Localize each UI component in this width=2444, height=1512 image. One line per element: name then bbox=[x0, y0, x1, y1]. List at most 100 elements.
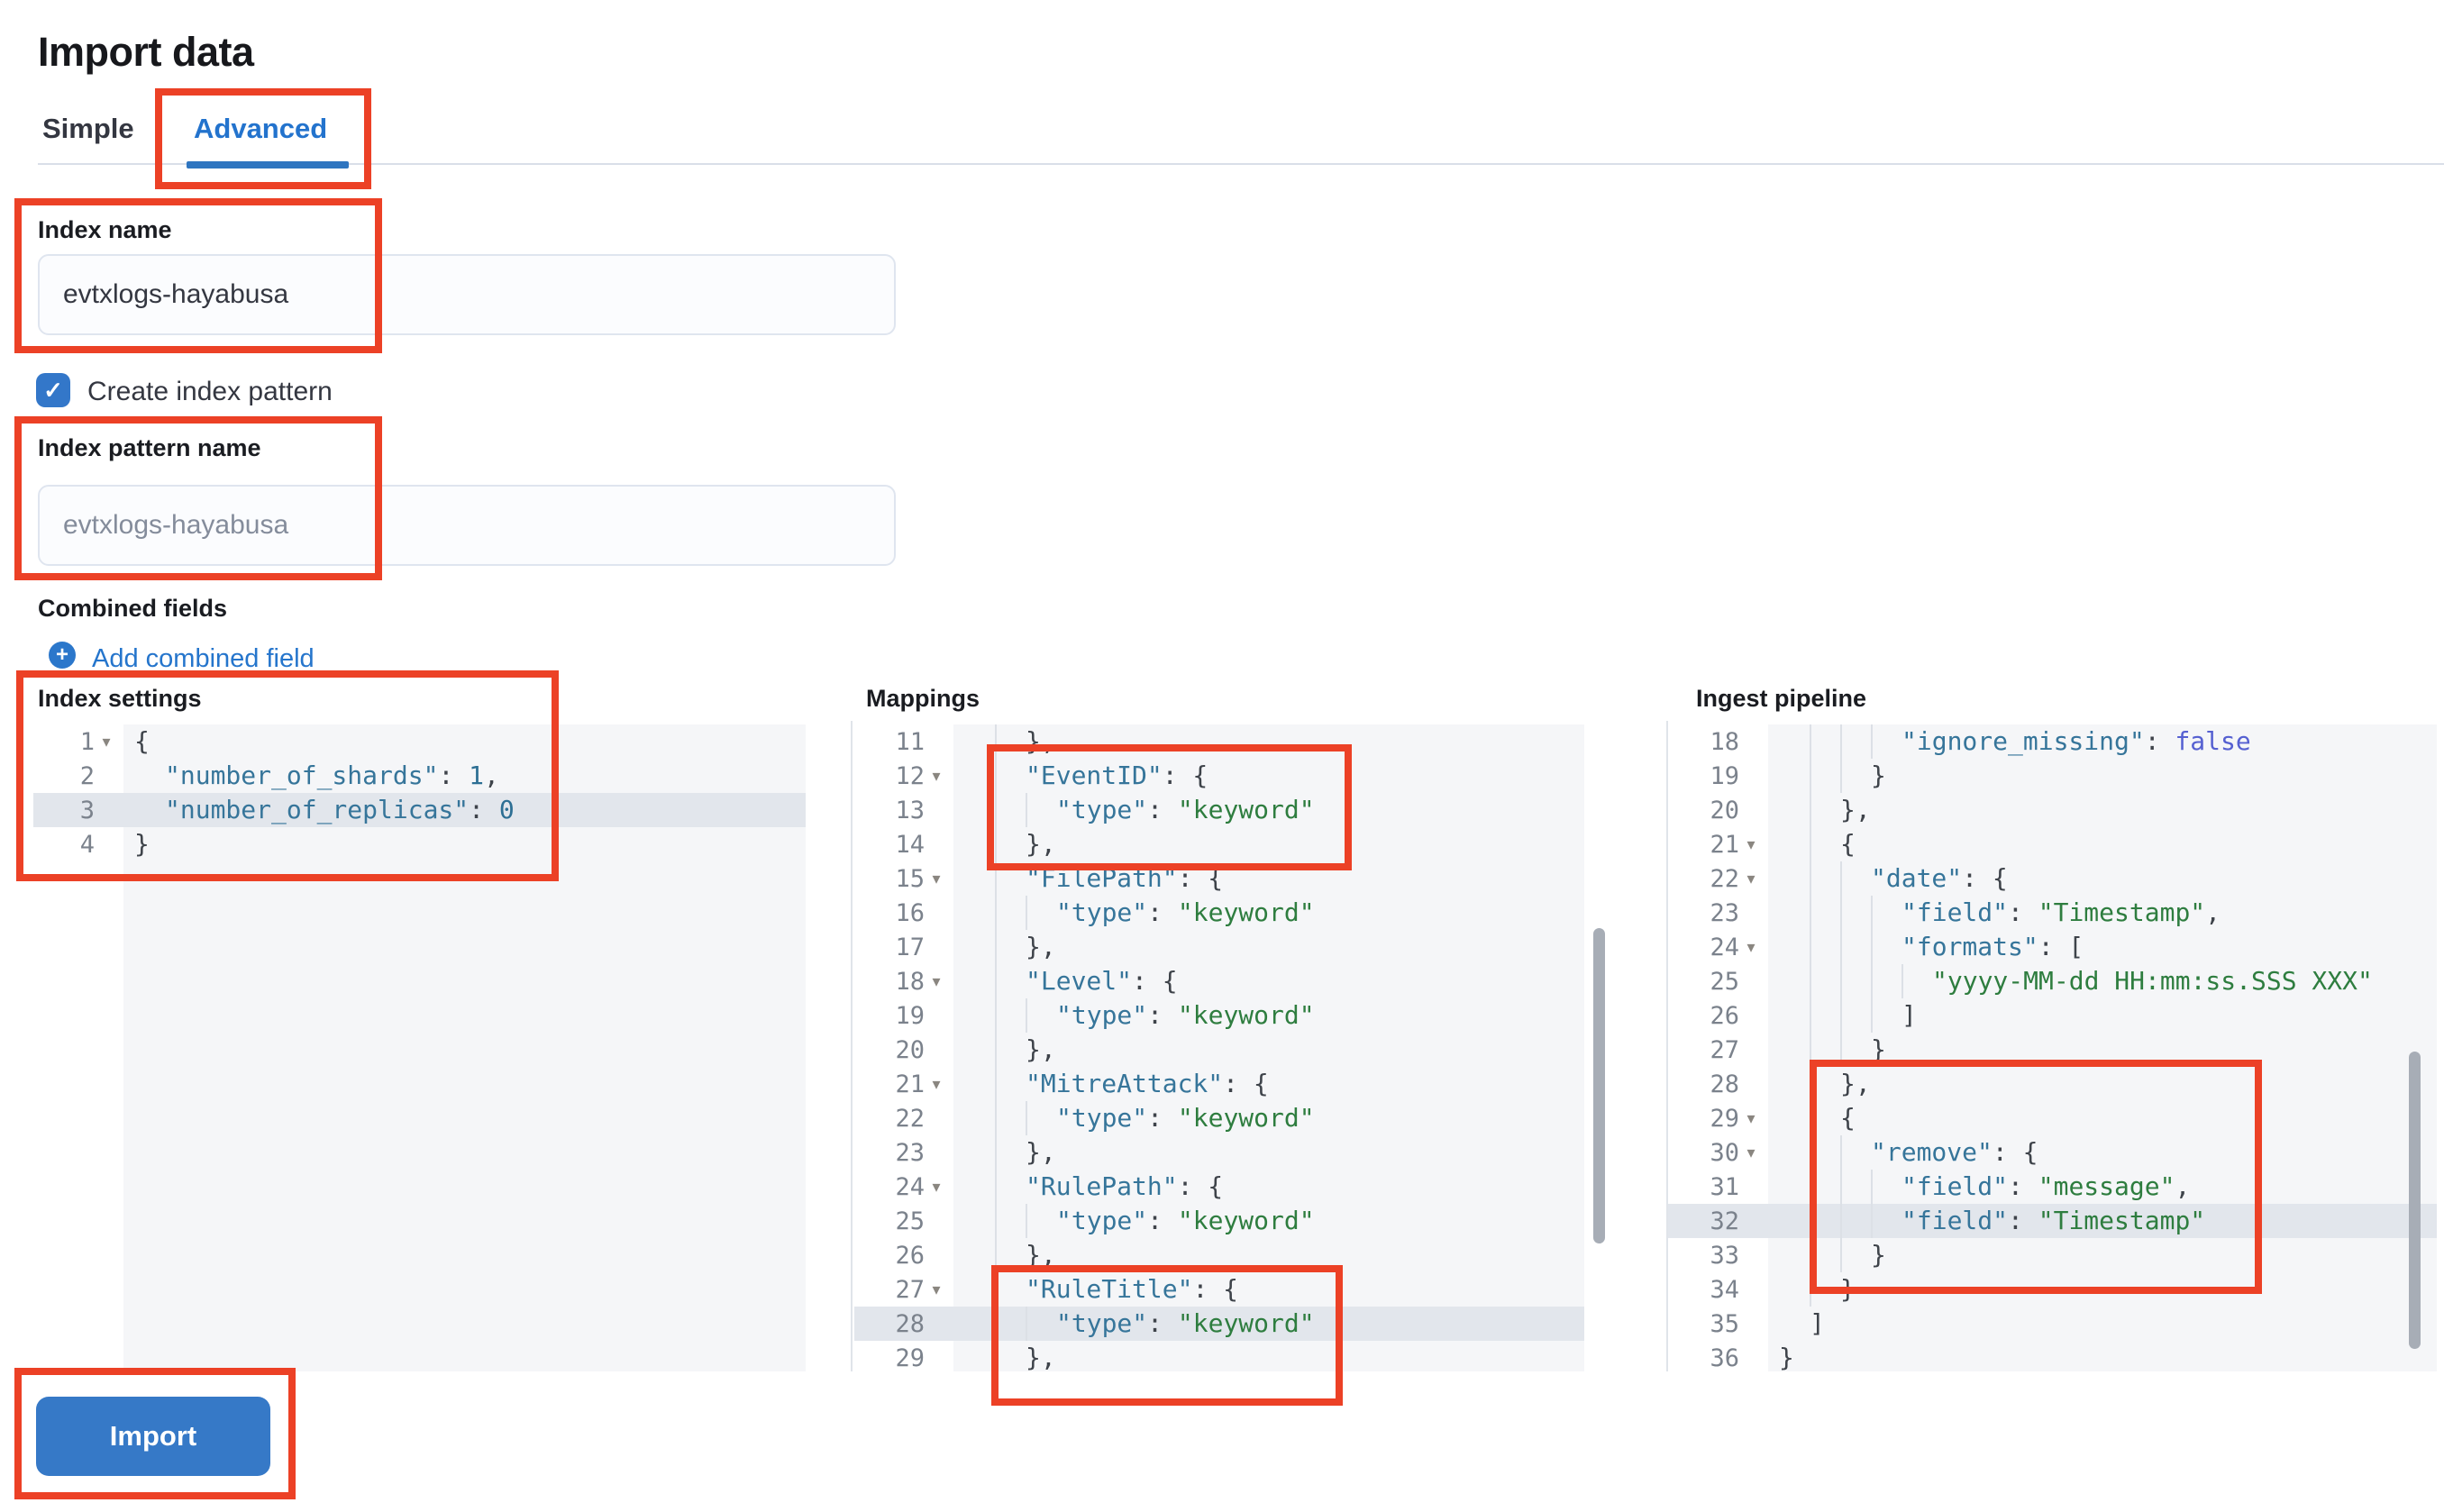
code-line-mappings-22[interactable]: 22"type": "keyword" bbox=[854, 1101, 1584, 1135]
fold-arrow-icon[interactable]: ▾ bbox=[932, 1280, 941, 1298]
line-number: 13 bbox=[895, 796, 925, 824]
code-line-mappings-24[interactable]: 24▾"RulePath": { bbox=[854, 1170, 1584, 1204]
create-index-pattern-label[interactable]: Create index pattern bbox=[87, 377, 333, 406]
gutter-cell: 14 bbox=[854, 827, 953, 861]
fold-arrow-icon[interactable]: ▾ bbox=[1746, 870, 1755, 888]
code-line-index-settings-1[interactable]: 1▾{ bbox=[33, 724, 806, 759]
code-line-ingest-pipeline-33[interactable]: 33} bbox=[1668, 1238, 2437, 1272]
code-line-mappings-20[interactable]: 20}, bbox=[854, 1033, 1584, 1067]
code-line-mappings-18[interactable]: 18▾"Level": { bbox=[854, 964, 1584, 998]
code-line-ingest-pipeline-22[interactable]: 22▾"date": { bbox=[1668, 861, 2437, 896]
gutter-cell: 29 bbox=[854, 1341, 953, 1375]
code-line-ingest-pipeline-35[interactable]: 35] bbox=[1668, 1307, 2437, 1341]
checkmark-icon: ✓ bbox=[43, 376, 63, 404]
gutter-cell: 12 ▾ bbox=[854, 759, 953, 793]
code-line-ingest-pipeline-24[interactable]: 24 ▾ "formats": [ bbox=[1668, 930, 2437, 964]
code-line-ingest-pipeline-19[interactable]: 19} bbox=[1668, 759, 2437, 793]
index-pattern-name-input[interactable] bbox=[38, 485, 896, 566]
code-text: "number_of_replicas": 0 bbox=[165, 795, 515, 824]
code-line-mappings-16[interactable]: 16"type": "keyword" bbox=[854, 896, 1584, 930]
fold-arrow-icon[interactable]: ▾ bbox=[932, 1075, 941, 1093]
code-line-ingest-pipeline-25[interactable]: 25"yyyy-MM-dd HH:mm:ss.SSS XXX" bbox=[1668, 964, 2437, 998]
code-text: "type": "keyword" bbox=[953, 1204, 1584, 1238]
line-number: 19 bbox=[1710, 761, 1739, 790]
code-text: }, bbox=[953, 1238, 1584, 1272]
code-line-ingest-pipeline-27[interactable]: 27} bbox=[1668, 1033, 2437, 1067]
mappings-editor[interactable]: 11},12▾"EventID": {13"type": "keyword"14… bbox=[854, 724, 1584, 1375]
line-number: 20 bbox=[1710, 796, 1739, 824]
line-number: 12 bbox=[895, 761, 925, 790]
fold-arrow-icon[interactable]: ▾ bbox=[1746, 1143, 1755, 1161]
code-line-mappings-28[interactable]: 28"type": "keyword" bbox=[854, 1307, 1584, 1341]
code-text: }, bbox=[953, 827, 1584, 861]
line-number: 19 bbox=[895, 1001, 925, 1030]
code-line-ingest-pipeline-36[interactable]: 36} bbox=[1668, 1341, 2437, 1375]
code-line-mappings-15[interactable]: 15▾"FilePath": { bbox=[854, 861, 1584, 896]
code-text: "RuleTitle": { bbox=[953, 1272, 1584, 1307]
code-line-mappings-29[interactable]: 29}, bbox=[854, 1341, 1584, 1375]
code-text: } bbox=[134, 829, 150, 859]
code-line-mappings-23[interactable]: 23}, bbox=[854, 1135, 1584, 1170]
code-line-index-settings-3[interactable]: 3"number_of_replicas": 0 bbox=[33, 793, 806, 827]
code-text: "formats": [ bbox=[1768, 930, 2437, 964]
import-button[interactable]: Import bbox=[36, 1397, 270, 1476]
line-number: 16 bbox=[895, 898, 925, 927]
mappings-scrollbar[interactable] bbox=[1593, 928, 1605, 1243]
code-line-ingest-pipeline-26[interactable]: 26] bbox=[1668, 998, 2437, 1033]
code-line-ingest-pipeline-23[interactable]: 23"field": "Timestamp", bbox=[1668, 896, 2437, 930]
code-line-ingest-pipeline-20[interactable]: 20}, bbox=[1668, 793, 2437, 827]
code-line-index-settings-4[interactable]: 4} bbox=[33, 827, 806, 861]
code-line-mappings-21[interactable]: 21▾"MitreAttack": { bbox=[854, 1067, 1584, 1101]
fold-arrow-icon[interactable]: ▾ bbox=[102, 733, 111, 751]
code-line-ingest-pipeline-31[interactable]: 31"field": "message", bbox=[1668, 1170, 2437, 1204]
code-line-mappings-19[interactable]: 19"type": "keyword" bbox=[854, 998, 1584, 1033]
fold-arrow-icon[interactable]: ▾ bbox=[932, 1178, 941, 1196]
code-line-mappings-12[interactable]: 12▾"EventID": { bbox=[854, 759, 1584, 793]
gutter-cell: 25 bbox=[1668, 964, 1768, 998]
gutter-cell: 24▾ bbox=[854, 1170, 953, 1204]
code-line-ingest-pipeline-21[interactable]: 21▾{ bbox=[1668, 827, 2437, 861]
code-line-ingest-pipeline-34[interactable]: 34} bbox=[1668, 1272, 2437, 1307]
code-line-mappings-25[interactable]: 25"type": "keyword" bbox=[854, 1204, 1584, 1238]
line-number: 36 bbox=[1710, 1343, 1739, 1372]
create-index-pattern-checkbox[interactable]: ✓ bbox=[36, 373, 70, 407]
fold-arrow-icon[interactable]: ▾ bbox=[1746, 938, 1755, 956]
gutter-cell: 18▾ bbox=[854, 964, 953, 998]
gutter-cell: 22▾ bbox=[1668, 861, 1768, 896]
code-line-mappings-13[interactable]: 13 "type": "keyword" bbox=[854, 793, 1584, 827]
fold-arrow-icon[interactable]: ▾ bbox=[932, 870, 941, 888]
code-line-ingest-pipeline-28[interactable]: 28}, bbox=[1668, 1067, 2437, 1101]
code-line-mappings-17[interactable]: 17}, bbox=[854, 930, 1584, 964]
tab-advanced[interactable]: Advanced bbox=[194, 113, 328, 144]
fold-arrow-icon[interactable]: ▾ bbox=[932, 972, 941, 990]
gutter-cell: 32 bbox=[1668, 1204, 1768, 1238]
ingest-pipeline-scrollbar[interactable] bbox=[2409, 1052, 2421, 1349]
code-line-mappings-11[interactable]: 11}, bbox=[854, 724, 1584, 759]
index-name-input[interactable] bbox=[38, 254, 896, 335]
gutter-cell: 21▾ bbox=[1668, 827, 1768, 861]
gutter-cell: 21▾ bbox=[854, 1067, 953, 1101]
gutter-cell: 20 bbox=[1668, 793, 1768, 827]
line-number: 24 bbox=[1710, 933, 1739, 961]
add-combined-field-link[interactable]: Add combined field bbox=[92, 644, 315, 673]
code-line-ingest-pipeline-29[interactable]: 29▾{ bbox=[1668, 1101, 2437, 1135]
active-tab-underline bbox=[187, 161, 349, 169]
index-settings-editor[interactable]: 1▾{2"number_of_shards": 1,3"number_of_re… bbox=[33, 724, 806, 1371]
code-line-ingest-pipeline-30[interactable]: 30▾"remove": { bbox=[1668, 1135, 2437, 1170]
fold-arrow-icon[interactable]: ▾ bbox=[932, 767, 941, 785]
code-text: "type": "keyword" bbox=[953, 793, 1584, 827]
editor-boundary-line bbox=[1666, 721, 1668, 1371]
code-line-ingest-pipeline-18[interactable]: 18"ignore_missing": false bbox=[1668, 724, 2437, 759]
fold-arrow-icon[interactable]: ▾ bbox=[1746, 1109, 1755, 1127]
line-number: 33 bbox=[1710, 1241, 1739, 1270]
code-line-mappings-26[interactable]: 26}, bbox=[854, 1238, 1584, 1272]
line-number: 28 bbox=[1710, 1070, 1739, 1098]
fold-arrow-icon[interactable]: ▾ bbox=[1746, 835, 1755, 853]
tab-simple[interactable]: Simple bbox=[42, 113, 134, 144]
code-line-mappings-14[interactable]: 14}, bbox=[854, 827, 1584, 861]
code-line-mappings-27[interactable]: 27▾"RuleTitle": { bbox=[854, 1272, 1584, 1307]
code-line-index-settings-2[interactable]: 2"number_of_shards": 1, bbox=[33, 759, 806, 793]
code-line-ingest-pipeline-32[interactable]: 32"field": "Timestamp" bbox=[1668, 1204, 2437, 1238]
